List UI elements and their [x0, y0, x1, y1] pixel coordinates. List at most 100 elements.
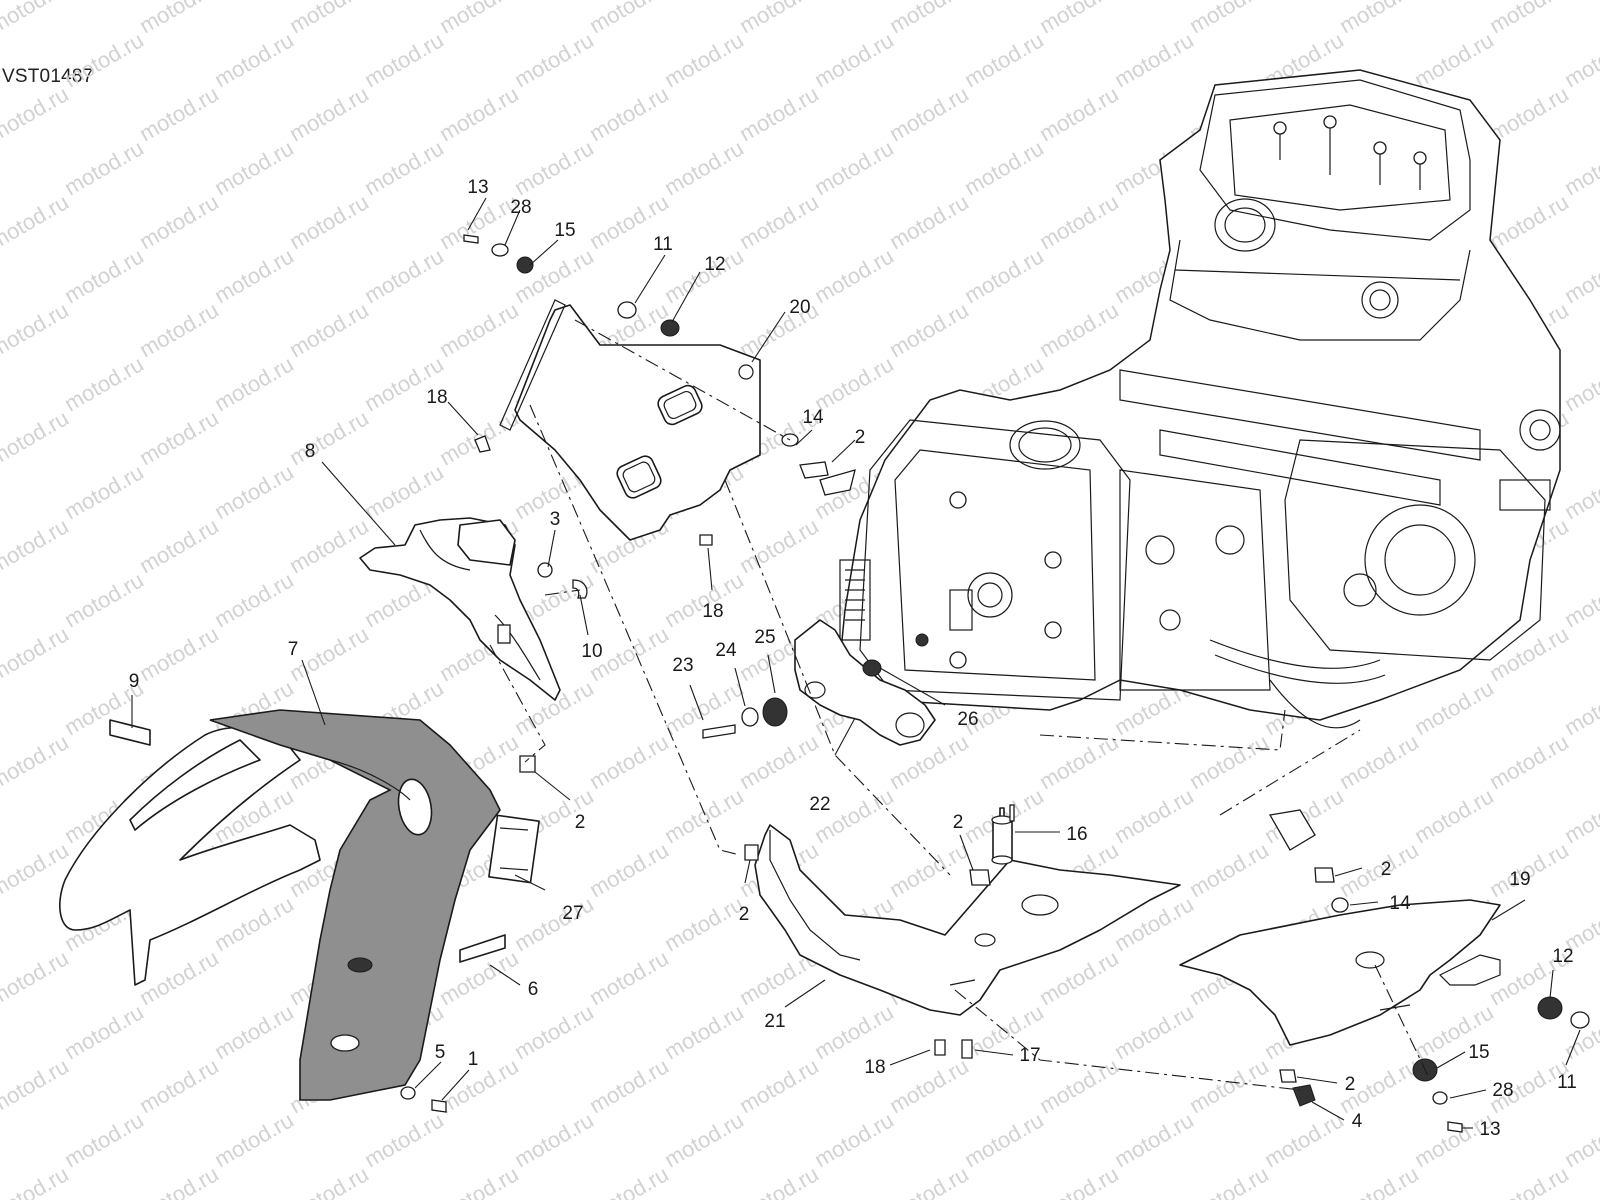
watermark-text: motod.ru: [210, 27, 298, 92]
watermark-text: motod.ru: [1335, 729, 1423, 794]
watermark-text: motod.ru: [1110, 1107, 1198, 1172]
callout-18: 18: [426, 387, 447, 408]
watermark-text: motod.ru: [435, 1053, 523, 1118]
callout-14: 14: [802, 407, 824, 428]
watermark-text: motod.ru: [360, 459, 448, 524]
assembly-lines: [489, 319, 1431, 1091]
callout-15: 15: [554, 220, 575, 241]
callout-23: 23: [672, 655, 693, 676]
watermark-text: motod.ru: [1410, 783, 1498, 848]
watermark-text: motod.ru: [0, 81, 73, 146]
watermark-text: motod.ru: [1485, 729, 1573, 794]
watermark-text: motod.ru: [210, 999, 298, 1064]
callout-2: 2: [953, 812, 964, 833]
watermark-text: motod.ru: [1410, 27, 1498, 92]
watermark-text: motod.ru: [585, 1053, 673, 1118]
callout-19: 19: [1509, 869, 1530, 890]
watermark-text: motod.ru: [285, 513, 373, 578]
watermark-text: motod.ru: [1035, 945, 1123, 1010]
watermark-text: motod.ru: [1260, 1107, 1348, 1172]
watermark-text: motod.ru: [1035, 729, 1123, 794]
callout-16: 16: [1066, 824, 1087, 845]
callout-3: 3: [550, 509, 561, 530]
watermark-text: motod.ru: [360, 135, 448, 200]
inner-panel: [359, 517, 561, 701]
watermark-text: motod.ru: [0, 1161, 73, 1200]
callout-20: 20: [789, 297, 810, 318]
watermark-text: motod.ru: [60, 999, 148, 1064]
watermark-text: motod.ru: [285, 297, 373, 362]
watermark-text: motod.ru: [1035, 189, 1123, 254]
watermark-text: motod.ru: [960, 1107, 1048, 1172]
watermark-text: motod.ru: [210, 459, 298, 524]
callout-24: 24: [715, 640, 737, 661]
watermark-text: motod.ru: [810, 135, 898, 200]
callout-2: 2: [575, 812, 586, 833]
watermark-text: motod.ru: [135, 189, 223, 254]
watermark-text: motod.ru: [585, 0, 673, 38]
watermark-text: motod.ru: [1485, 0, 1573, 38]
watermark-text: motod.ru: [585, 1161, 673, 1200]
callout-26: 26: [957, 709, 978, 730]
bracket: [499, 299, 761, 541]
watermark-text: motod.ru: [0, 297, 73, 362]
watermark-text: motod.ru: [135, 621, 223, 686]
watermark-text: motod.ru: [1560, 567, 1600, 632]
callout-numbers: 13 28 15 11 12 20 18 14 2 8 3 10 18 7 9 …: [129, 177, 1577, 1140]
watermark-text: motod.ru: [735, 0, 823, 38]
watermark-text: motod.ru: [60, 1107, 148, 1172]
watermark-text: motod.ru: [885, 0, 973, 38]
watermark-text: motod.ru: [1560, 459, 1600, 524]
callout-5: 5: [435, 1042, 446, 1063]
watermark-text: motod.ru: [885, 297, 973, 362]
watermark-text: motod.ru: [135, 81, 223, 146]
callout-12: 12: [704, 254, 725, 275]
watermark-text: motod.ru: [1485, 1161, 1573, 1200]
watermark-text: motod.ru: [1035, 1161, 1123, 1200]
callout-2: 2: [739, 904, 750, 925]
callout-17: 17: [1019, 1045, 1040, 1066]
watermark-text: motod.ru: [735, 1053, 823, 1118]
watermark-text: motod.ru: [285, 0, 373, 38]
watermark-text: motod.ru: [60, 135, 148, 200]
front-mudguard: [59, 709, 501, 1101]
watermark-text: motod.ru: [285, 1161, 373, 1200]
watermark-text: motod.ru: [1110, 999, 1198, 1064]
watermark-text: motod.ru: [660, 891, 748, 956]
watermark-text: motod.ru: [510, 999, 598, 1064]
watermark-text: motod.ru: [885, 837, 973, 902]
watermark-text: motod.ru: [210, 1107, 298, 1172]
watermark-text: motod.ru: [510, 891, 598, 956]
watermark-text: motod.ru: [960, 27, 1048, 92]
watermark-text: motod.ru: [660, 1107, 748, 1172]
watermark-text: motod.ru: [135, 1053, 223, 1118]
callout-25: 25: [754, 627, 775, 648]
watermark-text: motod.ru: [810, 243, 898, 308]
callout-14: 14: [1389, 893, 1411, 914]
watermark-text: motod.ru: [1560, 675, 1600, 740]
lower-fairing-right: [1179, 899, 1501, 1046]
watermark-text: motod.ru: [585, 945, 673, 1010]
watermark-text: motod.ru: [1560, 783, 1600, 848]
callout-4: 4: [1352, 1111, 1363, 1132]
hardware: [109, 234, 1590, 1133]
watermark-text: motod.ru: [1335, 1161, 1423, 1200]
watermark-text: motod.ru: [285, 81, 373, 146]
watermark-text: motod.ru: [360, 1107, 448, 1172]
watermark-text: motod.ru: [585, 837, 673, 902]
watermark-text: motod.ru: [735, 81, 823, 146]
watermark-text: motod.ru: [210, 351, 298, 416]
watermark-text: motod.ru: [885, 1053, 973, 1118]
watermark-text: motod.ru: [435, 1161, 523, 1200]
watermark-text: motod.ru: [1410, 675, 1498, 740]
watermark-text: motod.ru: [1560, 243, 1600, 308]
callout-13: 13: [467, 177, 488, 198]
watermark-text: motod.ru: [735, 1161, 823, 1200]
watermark-text: motod.ru: [0, 1053, 73, 1118]
watermark-text: motod.ru: [735, 513, 823, 578]
watermark-text: motod.ru: [1560, 27, 1600, 92]
watermark-text: motod.ru: [285, 405, 373, 470]
watermark-text: motod.ru: [0, 0, 73, 38]
